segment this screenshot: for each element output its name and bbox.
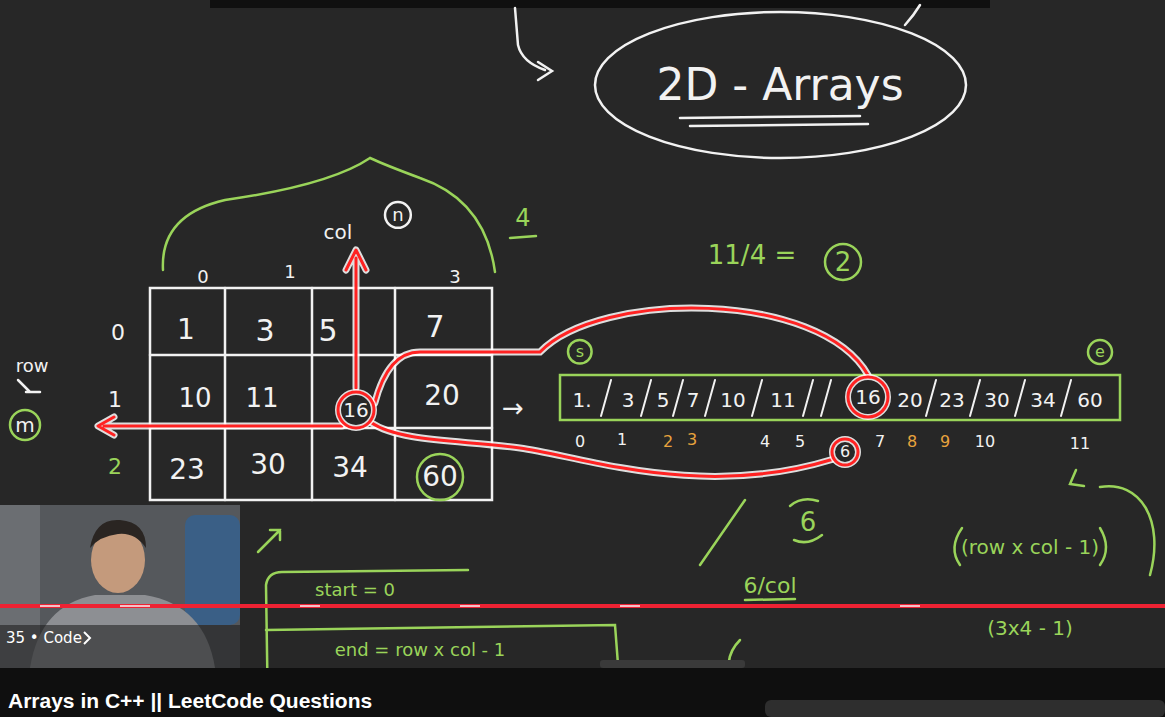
array-index: 5 [795, 433, 805, 451]
cell-value: 3 [255, 314, 274, 347]
circled-value: n [383, 200, 413, 230]
cell-value: 10 [178, 384, 211, 413]
cell-value: 23 [169, 455, 205, 486]
circled-text: e [1095, 343, 1105, 361]
column-index: 0 [197, 267, 208, 287]
note: (row x col - 1) [961, 536, 1099, 558]
array-cell: 10 [720, 389, 745, 411]
circled-value: s [566, 338, 594, 366]
note: start = 0 [315, 580, 395, 600]
overlay-text: 35 • Code [6, 630, 82, 647]
cell-value: 5 [318, 314, 337, 347]
circled-value: e [1086, 338, 1114, 366]
array-cell: 11 [770, 389, 795, 411]
circled-value: 16 [336, 390, 376, 430]
circled-text: 6 [840, 443, 850, 461]
cell-value: 30 [250, 450, 286, 481]
circled-text: n [392, 205, 403, 225]
array-cell: 1. [572, 389, 591, 411]
cell-value: 34 [332, 453, 368, 484]
circled-value: 16 [846, 375, 890, 419]
array-index: 3 [687, 431, 697, 449]
circled-text: 16 [343, 399, 368, 421]
array-cell: 60 [1077, 389, 1102, 411]
circled-text: s [576, 343, 584, 361]
array-index: 2 [663, 433, 673, 451]
note: end = row x col - 1 [335, 640, 506, 660]
axis-label: col [324, 221, 353, 243]
circled-value: 6 [830, 437, 860, 467]
cell-value: 11 [245, 384, 278, 413]
array-cell: 3 [622, 389, 635, 411]
array-cell: 30 [984, 389, 1009, 411]
video-title: Arrays in C++ || LeetCode Questions [8, 689, 372, 712]
circled-text: 60 [422, 462, 458, 493]
array-cell: 34 [1030, 389, 1055, 411]
row-index: 0 [111, 321, 125, 345]
cell-value: 20 [424, 381, 460, 412]
array-index: 1 [617, 431, 627, 449]
cell-value: 7 [425, 310, 444, 343]
title-ellipse: 2D - Arrays [593, 10, 968, 160]
array-index: 8 [907, 433, 917, 451]
row-index: 2 [108, 455, 122, 479]
row-index: 1 [108, 388, 122, 412]
note: → [502, 394, 524, 423]
array-cell: 23 [939, 389, 964, 411]
array-index: 4 [760, 433, 770, 451]
array-index: 7 [875, 433, 885, 451]
cell-value: 1 [177, 315, 195, 346]
array-cell: 20 [897, 389, 922, 411]
circled-text: 16 [855, 386, 880, 408]
array-index: 9 [940, 433, 950, 451]
note: 6 [800, 508, 817, 537]
column-index: 3 [449, 267, 460, 287]
note: (3x4 - 1) [987, 617, 1073, 639]
array-cell: 5 [657, 389, 670, 411]
circled-value: m [8, 408, 42, 442]
circled-text: m [15, 414, 34, 436]
circled-text: 2 [835, 248, 852, 277]
array-index: 11 [1070, 435, 1090, 453]
array-cell: 7 [687, 389, 700, 411]
dimension-label: 4 [515, 205, 530, 231]
note: 6/col [743, 574, 796, 598]
array-index: 0 [575, 433, 585, 451]
title-text: 2D - Arrays [656, 61, 903, 109]
column-index: 1 [284, 262, 295, 282]
array-index: 10 [975, 433, 995, 451]
note: 11/4 = [708, 241, 796, 270]
circled-value: 2 [823, 242, 863, 282]
axis-label: row [16, 356, 49, 376]
circled-value: 60 [415, 452, 465, 502]
